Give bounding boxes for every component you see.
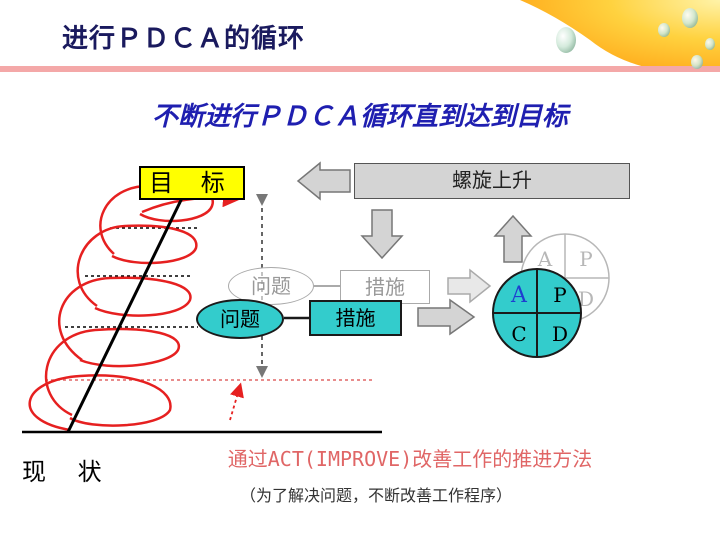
right-arrow [417,298,476,336]
slide-title: 进行ＰＤＣＡ的循环 [62,24,306,54]
sun-corner-decoration [520,0,720,72]
down-arrow [360,209,404,260]
spiral-left-arrow [296,161,351,201]
pdca-p: P [553,283,566,307]
spiral-up-box: 螺旋上升 [354,163,630,199]
ghost-pdca-p: P [579,247,592,271]
water-drop-icon [556,27,576,53]
pdca-a: A [510,283,528,308]
goal-box: 目 标 [139,166,245,200]
pdca-c: C [511,322,526,346]
pdca-d: D [552,322,568,346]
method-note: （为了解决问题，不断改善工作程序） [240,486,513,505]
measure-box: 措施 [309,300,402,336]
water-drop-icon [682,8,698,28]
ghost-pdca-a: A [537,247,553,271]
water-drop-icon [691,55,703,69]
current-state-label: 现 状 [22,458,114,486]
ghost-problem-ellipse: 问题 [228,267,314,305]
ghost-right-arrow [447,268,492,304]
header-bar [0,66,720,72]
method-caption: 通过ACT(IMPROVE)改善工作的推进方法 [227,447,593,471]
ghost-measure-box: 措施 [340,270,430,304]
water-drop-icon [705,38,715,50]
slide-subtitle: 不断进行ＰＤＣＡ循环直到达到目标 [151,102,568,132]
trend-line [66,193,186,433]
progress-arrow-dotted [229,382,244,421]
pdca-circle: A P C D [492,268,582,358]
up-arrow [493,214,533,263]
ghost-pdca-d: D [578,287,594,311]
water-drop-icon [658,23,670,37]
problem-ellipse: 问题 [196,299,284,339]
